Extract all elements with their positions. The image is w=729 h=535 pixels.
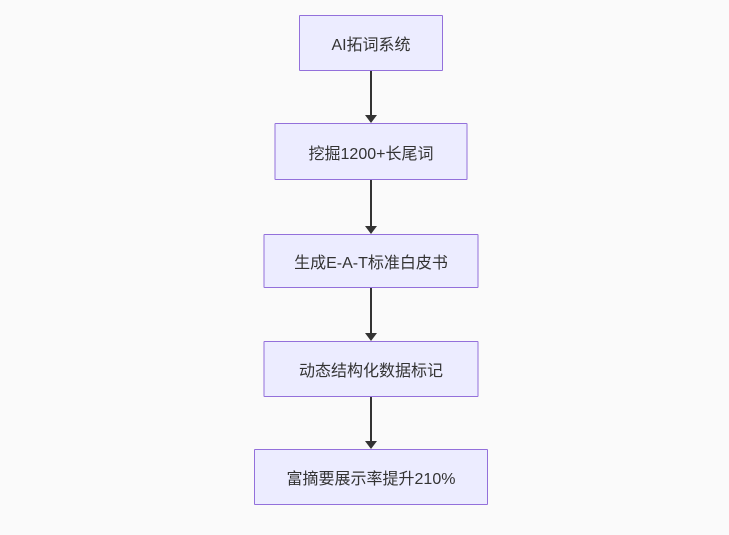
arrow-head-icon bbox=[365, 441, 377, 449]
flow-node-label: 动态结构化数据标记 bbox=[298, 363, 443, 380]
edge-arrow-4 bbox=[365, 397, 377, 449]
arrow-head-icon bbox=[365, 333, 377, 341]
flow-node-rich-snippet-result: 富摘要展示率提升210% bbox=[254, 449, 488, 505]
flow-node-label: AI拓词系统 bbox=[331, 37, 411, 54]
edge-arrow-2 bbox=[365, 180, 377, 234]
flow-node-longtail-mining: 挖掘1200+长尾词 bbox=[274, 123, 468, 180]
arrow-shaft bbox=[370, 397, 372, 443]
edge-arrow-1 bbox=[365, 71, 377, 123]
flow-node-label: 富摘要展示率提升210% bbox=[286, 471, 456, 488]
flow-node-label: 生成E-A-T标准白皮书 bbox=[294, 255, 448, 272]
flow-node-ai-word-expansion: AI拓词系统 bbox=[299, 15, 443, 71]
arrow-shaft bbox=[370, 180, 372, 228]
arrow-head-icon bbox=[365, 226, 377, 234]
flow-node-structured-data-markup: 动态结构化数据标记 bbox=[263, 341, 479, 397]
arrow-shaft bbox=[370, 288, 372, 335]
flow-node-eat-whitepaper: 生成E-A-T标准白皮书 bbox=[263, 234, 479, 288]
edge-arrow-3 bbox=[365, 288, 377, 341]
arrow-head-icon bbox=[365, 115, 377, 123]
flow-node-label: 挖掘1200+长尾词 bbox=[308, 145, 434, 163]
arrow-shaft bbox=[370, 71, 372, 117]
